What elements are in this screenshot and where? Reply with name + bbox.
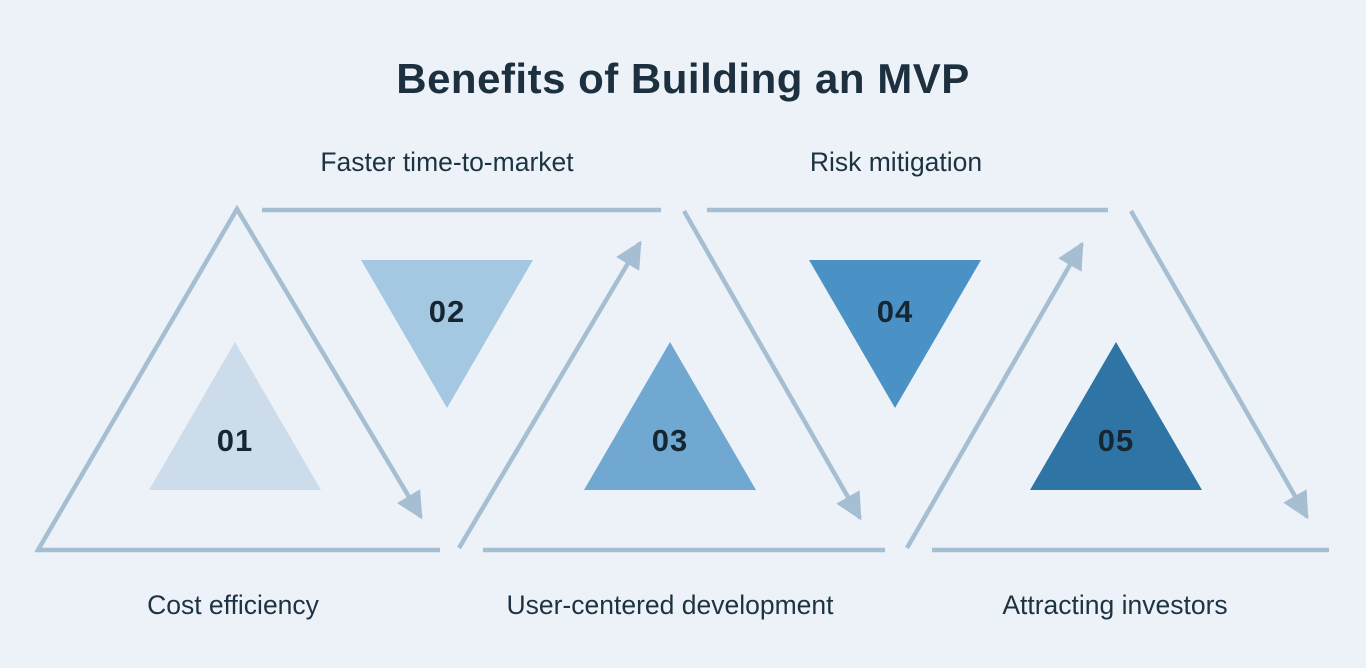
step-5-label: Attracting investors [1002, 590, 1227, 620]
step-1-label: Cost efficiency [147, 590, 320, 620]
step-2-number: 02 [429, 294, 465, 329]
descending-arrow-3 [1129, 209, 1309, 520]
diagram-title: Benefits of Building an MVP [396, 55, 970, 102]
step-5-triangle [1030, 342, 1202, 490]
step-2-triangle [361, 260, 533, 408]
step-3-number: 03 [652, 423, 688, 458]
step-2-label: Faster time-to-market [320, 147, 574, 177]
step-4-triangle [809, 260, 981, 408]
ascending-arrow-1 [457, 240, 642, 550]
zigzag-flow-line [34, 204, 1329, 553]
step-1-triangle [149, 342, 321, 490]
step-4-label: Risk mitigation [810, 147, 982, 177]
step-3-label: User-centered development [506, 590, 834, 620]
step-3-triangle [584, 342, 756, 490]
descending-arrow-2 [682, 209, 862, 521]
step-1-outline-with-arrow [34, 204, 440, 553]
step-1-number: 01 [217, 423, 253, 458]
step-4-number: 04 [877, 294, 913, 329]
ascending-arrow-2 [905, 241, 1084, 550]
step-5-number: 05 [1098, 423, 1134, 458]
